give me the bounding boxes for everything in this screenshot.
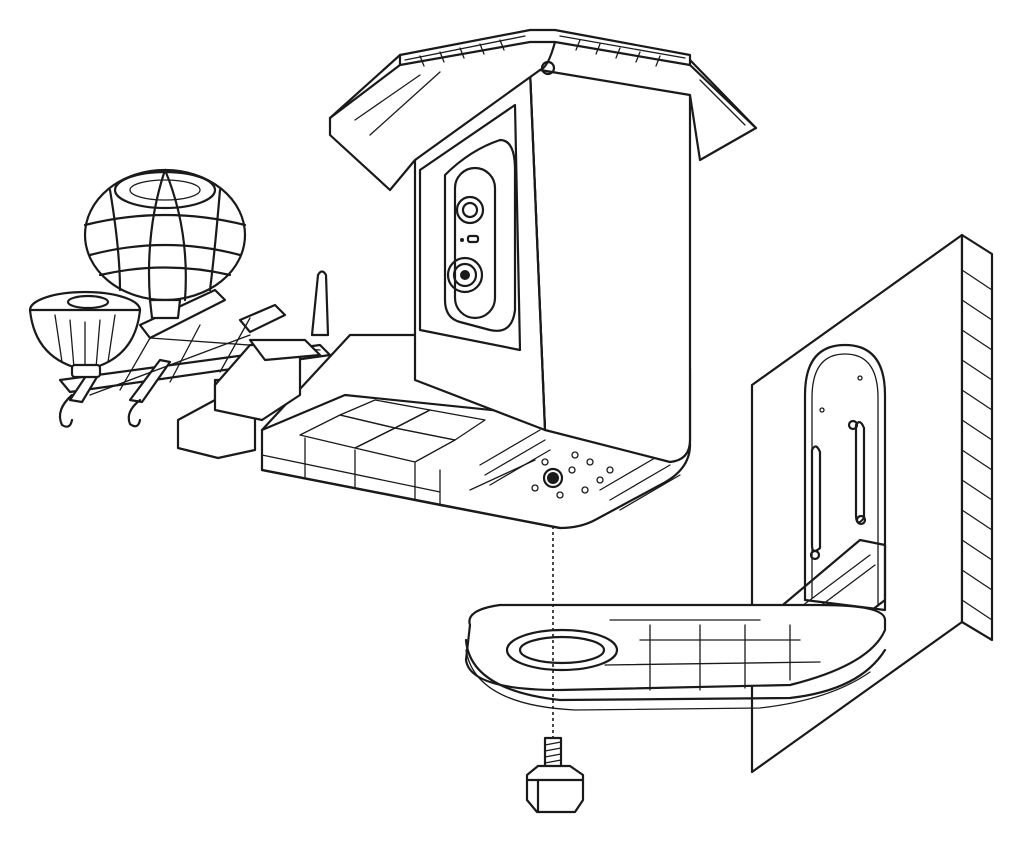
thumb-screw <box>525 736 585 814</box>
wall-mount-bracket <box>464 343 887 711</box>
tray-compartments <box>261 399 486 506</box>
roof-shingles <box>404 35 686 67</box>
roof <box>328 28 758 192</box>
drain-slots <box>469 429 681 511</box>
suet-ball-cage <box>83 168 247 320</box>
camera-lens-icon <box>446 256 484 294</box>
camera-module <box>418 103 522 352</box>
wall-hatching <box>961 269 993 621</box>
mounting-holes <box>531 451 614 499</box>
pir-sensor-icon <box>455 195 485 225</box>
bracket-ribs <box>604 619 821 691</box>
bird-bath-cup <box>28 290 142 379</box>
